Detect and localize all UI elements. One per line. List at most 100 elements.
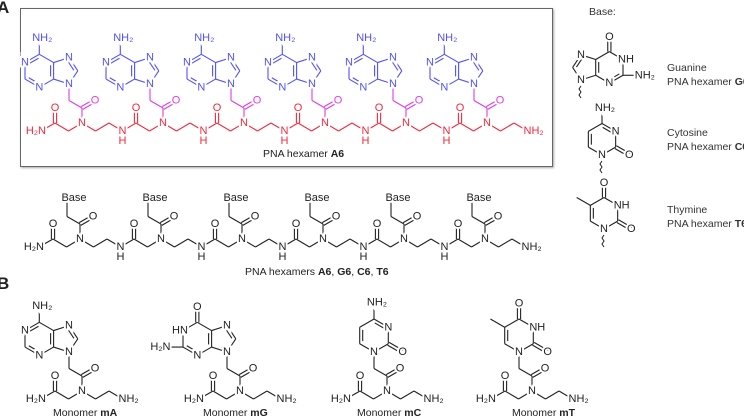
double-bond-inner <box>310 61 318 71</box>
bond <box>133 238 148 248</box>
carbonyl-bond <box>82 101 97 110</box>
bond <box>54 122 69 132</box>
bond <box>603 197 618 206</box>
atom-label: N <box>116 81 124 93</box>
atom-label: N <box>612 125 620 137</box>
bond <box>363 78 378 88</box>
bond <box>149 57 160 72</box>
atom-label: Base <box>223 192 248 204</box>
bond <box>413 390 428 400</box>
bond <box>95 122 110 132</box>
bond <box>486 122 501 132</box>
carbonyl-bond <box>387 369 402 378</box>
bond <box>473 122 488 132</box>
bond <box>473 100 488 109</box>
bond <box>216 122 231 132</box>
bond <box>186 78 202 88</box>
atom-label: N <box>359 81 367 93</box>
double-bond-inner <box>109 57 120 65</box>
atom-label: NH₂ <box>424 393 444 405</box>
bond <box>490 318 505 328</box>
caption-code: C6 <box>357 266 371 278</box>
bond <box>457 238 472 248</box>
bond <box>81 390 96 400</box>
bond <box>197 346 212 356</box>
carbonyl-bond <box>614 148 629 157</box>
double-bond-inner <box>28 325 39 333</box>
atom-label: H <box>443 135 451 147</box>
bond <box>187 238 202 248</box>
attachment-squiggle-icon <box>578 85 582 99</box>
bond <box>392 100 407 109</box>
caption-code: T6 <box>376 266 389 278</box>
atom-label: O <box>356 370 365 382</box>
bond <box>390 238 405 248</box>
caption-code: G6 <box>337 266 352 278</box>
bond <box>588 146 603 156</box>
carbonyl-bond <box>78 214 93 224</box>
bond <box>297 122 312 132</box>
caption-text: PNA hexamer <box>667 76 732 88</box>
bond <box>473 70 484 85</box>
carbonyl-bond <box>483 214 498 224</box>
caption-text: PNA hexamer <box>263 148 328 160</box>
separator: , <box>351 266 355 278</box>
bond <box>601 146 616 156</box>
bond <box>429 78 445 88</box>
bond <box>230 70 241 85</box>
atom-label: NH₂ <box>522 241 542 253</box>
atom-label: O <box>332 211 341 223</box>
atom-label: N <box>441 241 449 253</box>
bond <box>212 390 227 400</box>
bond <box>458 57 475 64</box>
atom-label: N <box>605 77 613 89</box>
bond <box>500 122 515 132</box>
atom-label: NH₂ <box>595 102 615 114</box>
atom-label: N <box>183 57 191 69</box>
atom-label: H₂N <box>24 241 44 253</box>
atom-label: N <box>470 78 478 90</box>
bond <box>403 238 418 248</box>
atom-label: N <box>21 57 29 69</box>
bond <box>52 238 67 248</box>
bond <box>68 338 79 353</box>
carbonyl-bond <box>530 366 545 376</box>
base-hexamer: PNA hexamer T6 <box>667 217 744 231</box>
atom-label: O <box>249 363 258 375</box>
bond <box>351 122 366 132</box>
caption-text: Monomer <box>512 407 557 419</box>
caption-code: mT <box>559 407 576 419</box>
hexamer-a6-caption: PNA hexamer A6 <box>263 148 344 160</box>
bond <box>134 57 151 64</box>
bond <box>376 238 391 248</box>
bond <box>405 122 420 132</box>
bond <box>24 78 40 88</box>
bond <box>373 318 389 328</box>
atom-label: N <box>223 346 231 358</box>
atom-label: N <box>600 223 608 235</box>
bond <box>214 238 229 248</box>
atom-label: N <box>78 385 86 397</box>
atom-label: H₂N <box>184 393 204 405</box>
bond <box>211 325 228 332</box>
bond <box>296 78 313 85</box>
carbonyl-bond <box>618 219 633 229</box>
bond <box>572 54 582 68</box>
atom-label: NH₂ <box>367 297 387 309</box>
bond <box>338 122 353 132</box>
atom-label: O <box>89 211 98 223</box>
bond <box>228 238 243 248</box>
double-bond-inner <box>109 77 120 84</box>
bond <box>390 216 405 225</box>
bond <box>444 53 459 64</box>
bond <box>68 325 79 340</box>
bond <box>230 57 241 72</box>
atom-label: Base <box>385 192 410 204</box>
atom-label: O <box>130 218 139 230</box>
carbonyl-bond <box>80 366 95 376</box>
bond <box>54 390 69 400</box>
atom-label: N <box>515 346 523 358</box>
atom-label: N <box>236 385 244 397</box>
atom-label: N <box>321 117 329 129</box>
bond <box>446 122 461 132</box>
